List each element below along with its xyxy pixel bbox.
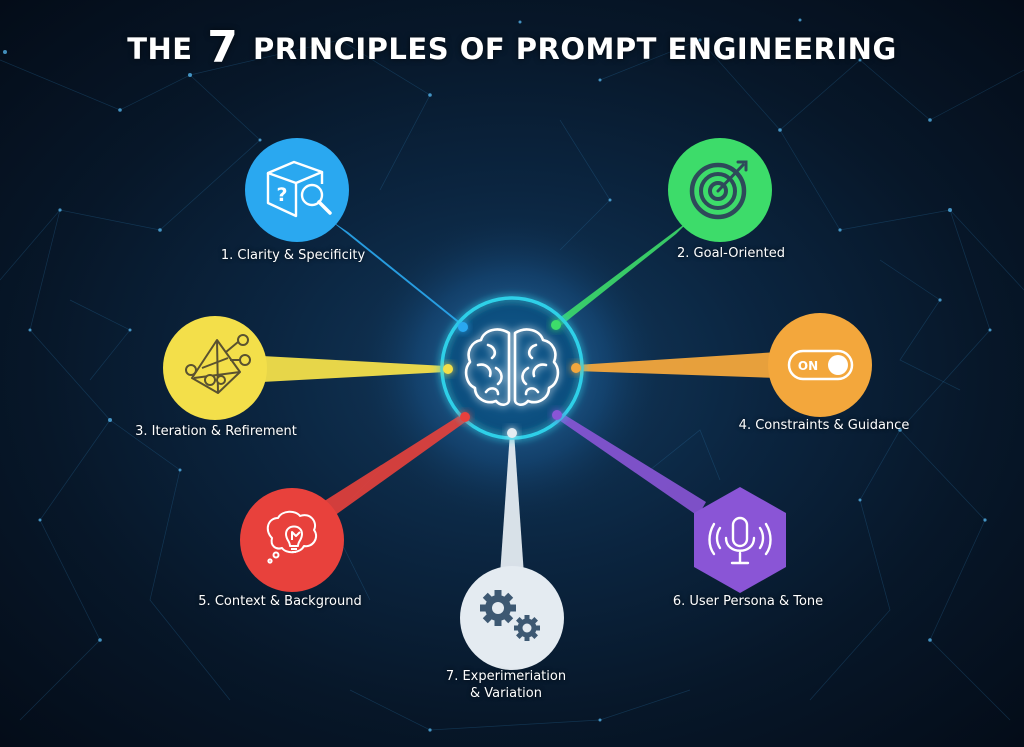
principle-node-3[interactable]: [163, 316, 267, 420]
title-prefix: THE: [127, 32, 193, 66]
hub: [440, 296, 584, 440]
question-mark-glyph: ?: [276, 184, 287, 206]
hub-dot-3: [443, 364, 453, 374]
gears-icon: [480, 590, 540, 641]
principle-label-7: 7. Experimeriation & Variation: [446, 668, 566, 702]
hub-dot-4: [571, 363, 581, 373]
thought-bubble-lightbulb-icon: [266, 510, 318, 564]
principle-label-2: 2. Goal-Oriented: [677, 246, 785, 261]
pyramid-nodes-icon: [185, 334, 251, 394]
principle-label-3: 3. Iteration & Refirement: [135, 424, 297, 439]
brain-icon: [464, 328, 560, 406]
beam-4: [576, 352, 778, 378]
hub-dot-2: [551, 320, 561, 330]
principle-node-5[interactable]: [240, 488, 344, 592]
toggle-text: ON: [798, 359, 818, 373]
connector-beams: [262, 220, 778, 575]
beam-7: [500, 432, 524, 575]
target-arrow-icon: [689, 160, 748, 220]
beam-5: [318, 414, 468, 516]
microphone-icon: [708, 516, 772, 565]
beam-1: [330, 220, 470, 330]
principle-label-5: 5. Context & Background: [198, 594, 362, 609]
beam-6: [556, 412, 706, 516]
principle-label-7-line1: 7. Experimeriation: [445, 669, 567, 684]
beam-3: [262, 356, 446, 382]
title-number: 7: [207, 22, 239, 73]
title-suffix: PRINCIPLES OF PROMPT ENGINEERING: [252, 32, 897, 66]
principle-label-4: 4. Constraints & Guidance: [738, 418, 910, 433]
principle-node-6[interactable]: [694, 487, 786, 593]
principle-node-1[interactable]: ?: [245, 138, 349, 242]
hub-dot-5: [460, 412, 470, 422]
beam-2: [554, 220, 690, 328]
hub-dot-7: [507, 428, 517, 438]
principle-node-7[interactable]: [460, 566, 564, 670]
cube-question-magnifier-icon: [266, 160, 332, 218]
toggle-on-icon: ON: [787, 349, 854, 381]
hub-dot-6: [552, 410, 562, 420]
principle-node-2[interactable]: [668, 138, 772, 242]
principle-label-6: 6. User Persona & Tone: [672, 594, 824, 609]
principle-node-4[interactable]: ON: [768, 313, 872, 417]
page-title: THE 7 PRINCIPLES OF PROMPT ENGINEERING: [0, 22, 1024, 73]
principle-label-7-line2: & Variation: [470, 686, 542, 701]
principle-label-1: 1. Clarity & Specificity: [220, 248, 366, 263]
hub-dot-1: [458, 322, 468, 332]
